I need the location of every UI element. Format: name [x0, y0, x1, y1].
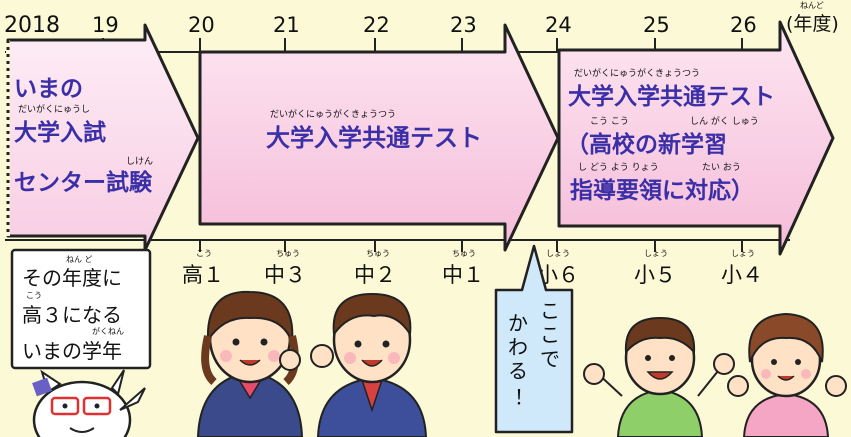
new-test-line2: （高校の新学習 — [566, 131, 727, 158]
student-boy-illustration — [310, 292, 428, 437]
note-ruby: がくねん — [92, 326, 124, 336]
note-line1: その年度に — [22, 266, 122, 290]
note-ruby: こう — [26, 291, 42, 300]
arrow-new-test — [557, 20, 835, 256]
grade-ruby: こう — [196, 249, 212, 258]
new-test-ruby: たい おう — [702, 162, 741, 173]
new-test-ruby: こう こう — [590, 116, 629, 127]
svg-text:こ: こ — [540, 323, 560, 347]
grade-ruby: しょう — [644, 249, 668, 258]
callout-col1: こ こ で — [540, 299, 560, 371]
new-test-ruby: し どう よう りょう — [578, 162, 659, 173]
note-ruby: ねん ど — [66, 255, 93, 264]
note-line2: 高３になる — [22, 303, 122, 327]
unit-label: (年度) — [786, 13, 839, 35]
unit-ruby: ねんど — [800, 1, 824, 10]
callout-bubble — [494, 244, 574, 434]
child-boy-illustration — [583, 316, 735, 437]
year-label: 24 — [545, 13, 572, 37]
year-label: 19 — [92, 13, 119, 37]
svg-text:！: ！ — [514, 385, 534, 409]
grade-ruby: ちゅう — [276, 249, 300, 258]
new-test-ruby: しん がく しゅう — [690, 115, 759, 127]
common-test-ruby: だいがくにゅうがくきょうつう — [270, 108, 396, 120]
grade-labels: こう 高１ ちゅう 中３ ちゅう 中２ ちゅう 中１ しょう 小６ しょう 小５… — [182, 249, 763, 287]
grade-ruby: しょう — [731, 249, 755, 258]
new-test-line3: 指導要領に対応） — [570, 177, 754, 204]
year-label: 25 — [643, 13, 670, 37]
year-label: 23 — [450, 13, 477, 37]
note-line3: いまの学年 — [22, 339, 122, 363]
current-exam-ruby: だいがくにゅうし — [18, 103, 90, 115]
year-label: 20 — [188, 13, 215, 37]
year-label: 26 — [730, 13, 757, 37]
new-test-line1: 大学入学共通テスト — [568, 83, 775, 110]
student-girl-illustration — [196, 290, 304, 437]
current-exam-line1: いまの — [14, 76, 83, 102]
svg-text:わ: わ — [508, 335, 528, 359]
arrow-current-exam — [6, 23, 200, 252]
grade-ticks — [199, 240, 743, 252]
arrow-common-test — [198, 23, 560, 252]
child-girl-illustration — [727, 312, 847, 437]
grade-label: 中１ — [442, 263, 484, 287]
callout-col2: か わ る ！ — [508, 311, 534, 409]
grade-label: 高１ — [182, 263, 224, 287]
year-label: 22 — [363, 13, 390, 37]
svg-text:こ: こ — [540, 299, 560, 323]
current-exam-ruby: しけん — [126, 156, 153, 167]
current-exam-line2: 大学入試 — [14, 119, 106, 146]
svg-text:か: か — [508, 311, 528, 335]
grade-label: 中３ — [264, 263, 306, 287]
grade-label: 小４ — [721, 263, 763, 287]
grade-label: 中２ — [354, 263, 396, 287]
svg-text:る: る — [508, 359, 528, 383]
year-label-2018: 2018 — [4, 13, 60, 38]
current-exam-line3: センター試験 — [14, 169, 153, 196]
common-test-label: 大学入学共通テスト — [266, 124, 482, 152]
grade-ruby: ちゅう — [366, 249, 390, 258]
new-test-ruby: だいがくにゅうがくきょうつう — [574, 67, 700, 79]
cat-mascot-illustration — [32, 369, 146, 437]
grade-label: 小５ — [634, 263, 676, 287]
year-label: 21 — [273, 13, 300, 37]
svg-text:で: で — [540, 347, 560, 371]
note-box — [10, 248, 152, 370]
grade-ruby: しょう — [546, 249, 570, 258]
grade-ruby: ちゅう — [452, 249, 476, 258]
